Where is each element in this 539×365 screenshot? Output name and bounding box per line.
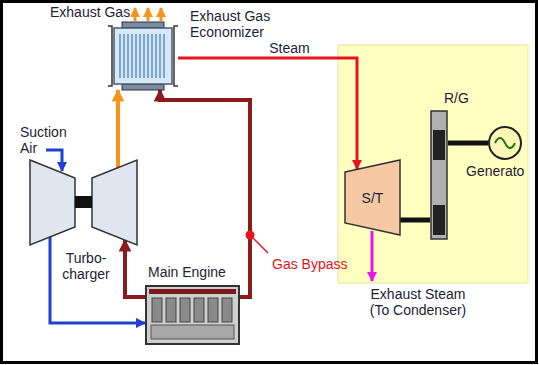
generator-shape xyxy=(488,126,522,160)
edge-label: Steam xyxy=(269,40,309,56)
steam-turbine: S/T xyxy=(345,160,400,235)
turbocharger-shape xyxy=(30,160,137,245)
turbocharger: Turbo-charger xyxy=(30,160,137,245)
generator-shaft xyxy=(448,141,488,146)
main-engine-shape xyxy=(145,285,240,345)
leader-line xyxy=(253,238,268,253)
exhaust-gas-line xyxy=(116,90,120,168)
economizer-label: Exhaust Gas Economizer xyxy=(190,8,290,40)
generator: Generato xyxy=(488,126,522,160)
main-engine: Main Engine xyxy=(145,285,240,345)
callout-label: Gas Bypass xyxy=(272,256,347,272)
callout-dot xyxy=(246,231,255,240)
turbine-shaft xyxy=(400,218,430,223)
main-engine-label: Main Engine xyxy=(148,264,226,280)
inlet-label: Suction Air xyxy=(20,124,76,156)
engine-exhaust-line xyxy=(125,240,145,297)
economizer: Exhaust Gas Economizer xyxy=(108,22,178,90)
steam-line xyxy=(178,58,357,169)
economizer-shape xyxy=(108,22,178,90)
reduction-gear-label: R/G xyxy=(444,90,469,106)
turbocharger-label: Turbo-charger xyxy=(56,250,116,282)
scavenge-air-line xyxy=(50,237,145,323)
turbine-region xyxy=(338,45,528,283)
exhaust-gas-arrows xyxy=(135,8,161,21)
outlet-label: Exhaust Steam (To Condenser) xyxy=(362,286,474,318)
generator-label: Generato xyxy=(466,163,524,179)
exhaust-steam-arrow xyxy=(371,231,374,281)
reduction-gear-shape xyxy=(430,110,448,240)
reduction-gear: R/G xyxy=(430,110,448,240)
steam-turbine-label: S/T xyxy=(362,190,384,206)
outlet-label: Exhaust Gas xyxy=(50,4,130,20)
